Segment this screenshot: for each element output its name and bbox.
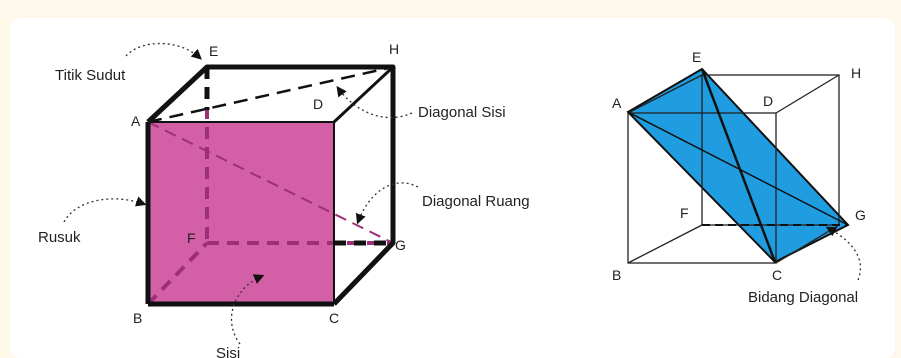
vertex-d: D — [313, 96, 323, 112]
label-bidang-diagonal: Bidang Diagonal — [748, 289, 858, 306]
vertex-b: B — [612, 267, 621, 283]
edge-dh — [775, 74, 840, 114]
label-rusuk: Rusuk — [38, 229, 81, 246]
arrow-diagonal-sisi — [336, 85, 413, 119]
vertex-b: B — [133, 310, 142, 326]
left-cube: A B C E F G H D Titik Sudut Diagonal Sis… — [38, 41, 530, 358]
vertex-c: C — [329, 310, 339, 326]
vertex-a: A — [131, 113, 141, 129]
vertex-f: F — [187, 230, 196, 246]
plane-edge-ec — [700, 68, 777, 263]
arrow-sisi — [230, 274, 265, 345]
face-diagonal-ah — [147, 65, 394, 124]
label-titik-sudut: Titik Sudut — [55, 67, 126, 84]
arrow-diagonal-ruang — [355, 182, 419, 225]
edge-top-right — [332, 65, 395, 124]
right-cube: A B C E F G H D Bidang Diagonal — [612, 49, 866, 306]
label-diagonal-sisi: Diagonal Sisi — [418, 104, 506, 121]
arrow-titik-sudut — [125, 42, 202, 60]
space-diagonal-ag — [147, 121, 394, 244]
arrow-bidang-diagonal — [825, 226, 862, 281]
vertex-e: E — [209, 43, 218, 59]
vertex-g: G — [395, 237, 406, 253]
vertex-d: D — [763, 93, 773, 109]
edge-bf — [627, 224, 703, 264]
label-diagonal-ruang: Diagonal Ruang — [422, 193, 530, 210]
label-sisi: Sisi — [216, 345, 240, 358]
vertex-h: H — [389, 41, 399, 57]
plane-edge-ag — [627, 111, 849, 226]
edge-ae — [627, 74, 703, 114]
front-face — [148, 122, 334, 304]
hidden-edge-bf — [146, 241, 209, 306]
vertex-c: C — [772, 267, 782, 283]
vertex-h: H — [851, 65, 861, 81]
arrow-rusuk — [63, 196, 147, 223]
vertex-e: E — [692, 49, 701, 65]
vertex-f: F — [680, 205, 689, 221]
vertex-a: A — [612, 95, 622, 111]
vertex-g: G — [855, 207, 866, 223]
